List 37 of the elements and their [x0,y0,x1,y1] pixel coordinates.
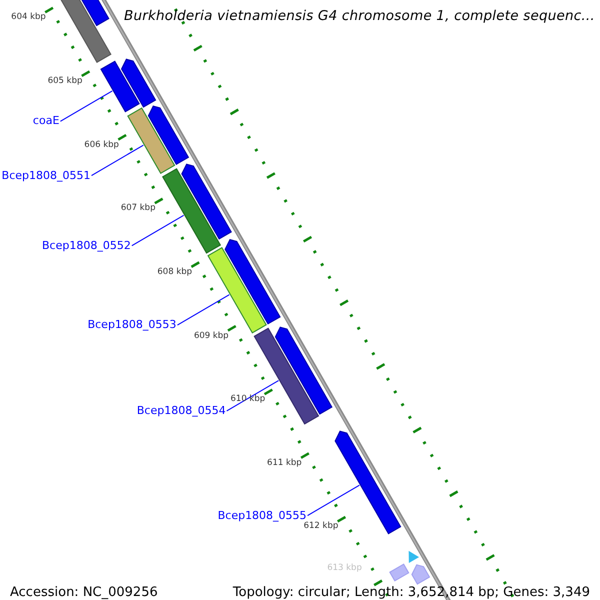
scale-label: 604 kbp [11,13,46,22]
leader-line [226,380,280,412]
scale-label: 609 kbp [194,332,229,340]
scale-label: 607 kbp [120,204,156,213]
gene-block [224,239,281,325]
leader-line [131,214,184,246]
leader-line [176,294,230,326]
accession-text: Accession: NC_009256 [10,586,158,599]
gene-block [148,105,190,165]
gene-block [120,58,156,108]
scale-label: 605 kbp [48,77,82,86]
gene-label: Bcep1808_0553 [88,319,176,330]
gene-block [408,550,420,563]
gene-label: Bcep1808_0554 [136,404,226,416]
leader-line [307,484,360,516]
gene-block [60,0,112,63]
scale-label: 610 kbp [230,395,266,404]
gene-block [181,164,232,240]
gene-block [127,107,176,174]
scale-label: 611 kbp [267,458,302,468]
gene-block [389,564,410,582]
gene-block [100,60,140,112]
gene-label: Bcep1808_0551 [2,170,91,180]
gene-label: coaE [32,115,60,126]
gene-label: Bcep1808_0555 [218,510,307,521]
gene-block [411,564,430,585]
map-title: Burkholderia vietnamiensis G4 chromosome 1, complete sequenc... [124,10,595,24]
gene-block [274,326,333,415]
topology-text: Topology: circular; Length: 3,652,814 bp; Genes: 3,349 [232,586,590,599]
scale-label: 608 kbp [157,268,192,276]
scale-label: 612 kbp [304,522,338,531]
gene-block [79,0,110,26]
scale-label: 606 kbp [84,140,119,150]
scale-label: 613 kbp [327,564,362,572]
leader-line [91,144,144,176]
gene-label: Bcep1808_0552 [42,240,131,251]
gene-block [162,168,222,254]
